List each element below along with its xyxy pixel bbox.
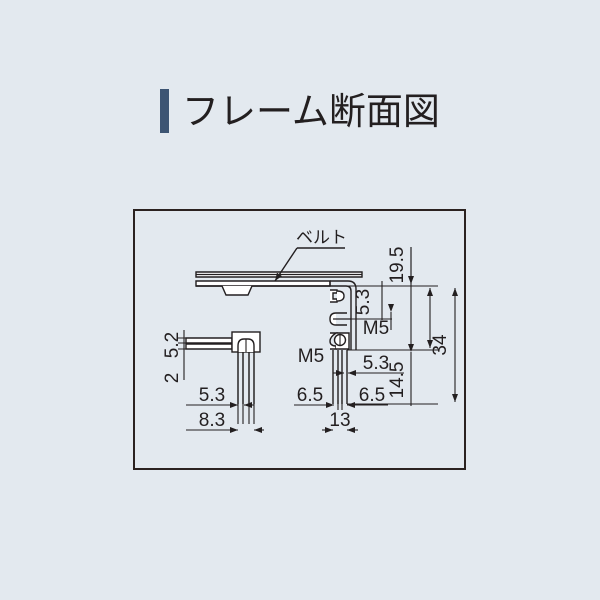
page-title: フレーム断面図 bbox=[160, 85, 440, 137]
title-accent-bar bbox=[160, 89, 169, 133]
drawing-frame-border bbox=[133, 209, 466, 470]
page-title-label: フレーム断面図 bbox=[182, 89, 440, 133]
